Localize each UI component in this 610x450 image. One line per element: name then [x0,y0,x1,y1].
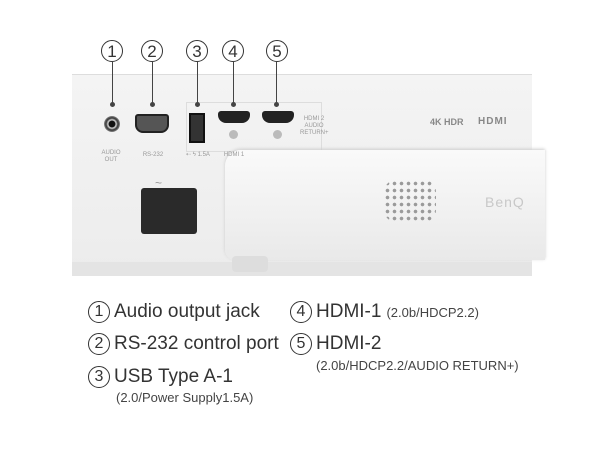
speaker-grille [384,180,436,222]
label-rs232: RS-232 [142,152,164,158]
usb-port [189,113,205,143]
legend-number: 5 [290,333,312,355]
legend-number: 4 [290,301,312,323]
legend-item-3: 3 USB Type A-1 [88,366,233,388]
legend-sub-5: (2.0b/HDCP2.2/AUDIO RETURN+) [316,358,519,373]
4k-hdr-logo: 4K HDR [430,117,464,127]
brand-logo: BenQ [485,194,525,210]
hdmi1-port [218,111,250,123]
callout-2: 2 [141,40,163,62]
leader-dot [110,102,115,107]
leader-line [112,62,113,104]
ac-symbol: ~ [155,176,163,190]
leader-line [233,62,234,104]
hdmi2-port [262,111,294,123]
legend-item-2: 2 RS-232 control port [88,333,279,355]
label-audio-out: AUDIO OUT [101,150,121,163]
leader-dot [150,102,155,107]
legend-label: HDMI-2 [316,333,382,354]
screw-icon [229,130,238,139]
audio-jack [104,116,120,132]
legend-number: 2 [88,333,110,355]
legend-item-4: 4 HDMI-1 (2.0b/HDCP2.2) [290,301,479,323]
label-usb: ⇠ ϟ 1.5A [186,152,210,158]
leader-dot [195,102,200,107]
callout-5: 5 [266,40,288,62]
projector-base [72,262,532,276]
legend-item-5: 5 HDMI-2 [290,333,381,355]
leader-dot [274,102,279,107]
leader-dot [231,102,236,107]
label-hdmi2: HDMI 2 AUDIO RETURN+ [300,116,329,136]
legend-number: 1 [88,301,110,323]
callout-4: 4 [222,40,244,62]
leader-line [276,62,277,104]
callout-1: 1 [101,40,123,62]
rs232-port [135,114,169,133]
legend-label: Audio output jack [114,301,260,322]
screw-icon [273,130,282,139]
leader-line [197,62,198,104]
legend-sub: (2.0b/HDCP2.2) [386,304,479,320]
legend-item-1: 1 Audio output jack [88,301,260,323]
legend-label: USB Type A-1 [114,366,233,387]
leader-line [152,62,153,104]
legend-label: RS-232 control port [114,333,279,354]
legend-sub-3: (2.0/Power Supply1.5A) [116,390,254,405]
power-inlet [141,188,197,234]
callout-3: 3 [186,40,208,62]
foot [232,256,268,272]
label-hdmi1: HDMI 1 [223,152,245,158]
legend-number: 3 [88,366,110,388]
hdmi-logo: HDMI [478,116,508,127]
legend-label: HDMI-1 [316,301,382,322]
